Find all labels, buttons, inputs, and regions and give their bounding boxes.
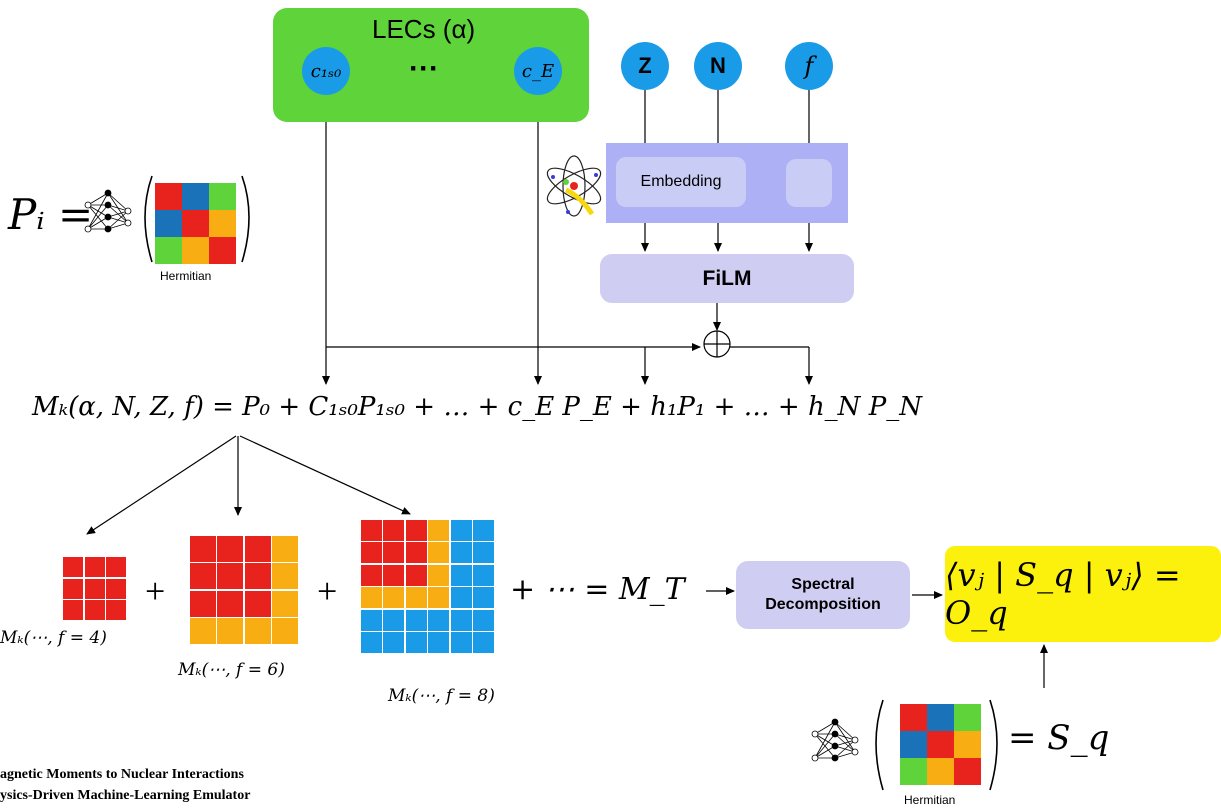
lec-ellipsis: ··· (409, 52, 439, 85)
sum-tail: + ⋯ = M_T (510, 572, 685, 607)
footer-line-2: ysics-Driven Machine-Learning Emulator (0, 788, 251, 803)
neural-net-icon (84, 189, 132, 233)
c1s0-node: c₁ₛ₀ (302, 47, 350, 95)
plus-1: + (145, 571, 166, 611)
spectral-decomposition-box: Spectral Decomposition (736, 561, 910, 629)
matrix-f8 (361, 520, 494, 653)
atom-icon (546, 155, 602, 217)
footer-line-1: agnetic Moments to Nuclear Interactions (0, 767, 244, 782)
lec-title: LECs (α) (372, 14, 476, 44)
pi-matrix (155, 183, 236, 264)
formula-to-f4-arrow (86, 435, 237, 535)
formula-to-f8-arrow (239, 435, 411, 515)
ce-node: c_E (514, 47, 562, 95)
embedding-box: Embedding (616, 157, 746, 207)
pi-hermitian-label: Hermitian (160, 269, 212, 283)
f-node: f (785, 42, 833, 90)
sq-rhs: = S_q (1008, 718, 1110, 758)
sq-hermitian-label: Hermitian (904, 793, 956, 807)
z-node: Z (621, 42, 669, 90)
paper-title-fragment: agnetic Moments to Nuclear Interactions … (0, 764, 250, 806)
caption-f4: Mₖ(⋯, f = 4) (0, 628, 107, 648)
mk-formula: Mₖ(α, N, Z, f) = P₀ + C₁ₛ₀P₁ₛ₀ + … + c_E… (32, 392, 922, 422)
film-box: FiLM (600, 254, 854, 303)
observable-box: ⟨vⱼ | S_q | vⱼ⟩ = O_q (945, 546, 1221, 642)
pi-lhs: Pᵢ = (8, 190, 94, 239)
matrix-f4 (63, 557, 126, 620)
plus-2: + (317, 571, 338, 611)
sq-matrix (900, 704, 981, 785)
caption-f8: Mₖ(⋯, f = 8) (388, 686, 495, 706)
n-node: N (694, 42, 742, 90)
caption-f6: Mₖ(⋯, f = 6) (178, 660, 285, 680)
neural-net-icon-sq (811, 718, 859, 762)
matrix-f6 (190, 536, 298, 644)
f-embedding-box (786, 159, 832, 207)
